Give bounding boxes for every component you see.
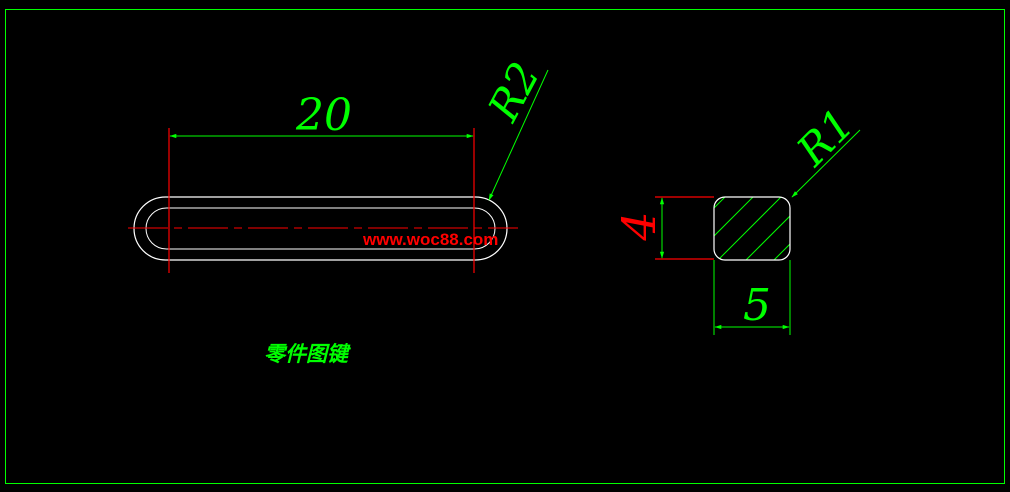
section-hatching <box>714 197 790 260</box>
length-dimension-label: 20 <box>295 90 352 141</box>
radius-leader-r1 <box>791 129 861 198</box>
drawing-title: 零件图键 <box>264 342 352 366</box>
section-outline <box>713 196 791 261</box>
key-section-view: 4 5 R1 <box>612 99 863 335</box>
drawing-border <box>5 9 1005 484</box>
radius-label-r2: R2 <box>478 54 549 129</box>
radius-leader-r2 <box>488 69 549 201</box>
radius-label-r1: R1 <box>787 99 864 176</box>
width-dimension-label: 5 <box>743 280 771 331</box>
watermark-text: www.woc88.com <box>362 230 498 249</box>
height-dimension-label: 4 <box>612 211 666 241</box>
